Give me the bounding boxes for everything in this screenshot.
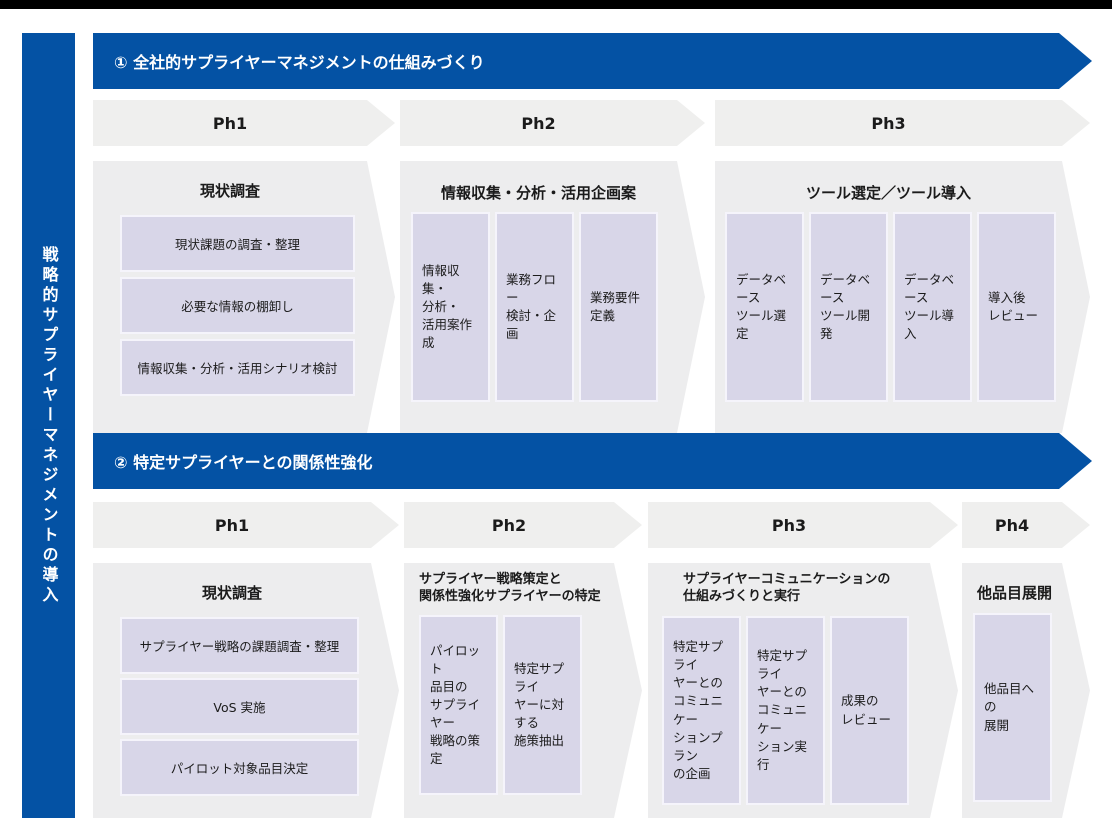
section1-ph1-items: 現状課題の調査・整理 必要な情報の棚卸し 情報収集・分析・活用シナリオ検討	[120, 215, 355, 396]
section2-ph1-block: 現状調査 サプライヤー戦略の課題調査・整理 VoS 実施 パイロット対象品目決定	[93, 563, 399, 818]
task-box: 成果の レビュー	[830, 616, 909, 805]
section2-banner-arrow: ② 特定サプライヤーとの関係性強化	[93, 433, 1092, 489]
section1-ph1-block: 現状調査 現状課題の調査・整理 必要な情報の棚卸し 情報収集・分析・活用シナリオ…	[93, 161, 395, 433]
section2-ph1-arrow: Ph1	[93, 502, 399, 548]
section2-ph4-items: 他品目への 展開	[973, 613, 1090, 802]
section1-ph3-arrow: Ph3	[715, 100, 1090, 146]
task-box: パイロット 品目の サプライヤー 戦略の策定	[419, 615, 498, 795]
task-box: 導入後 レビュー	[977, 212, 1056, 402]
section2-banner-label: ② 特定サプライヤーとの関係性強化	[114, 453, 373, 472]
section2-ph1-items: サプライヤー戦略の課題調査・整理 VoS 実施 パイロット対象品目決定	[120, 617, 359, 796]
task-box: 業務フロー 検討・企画	[495, 212, 574, 402]
task-box: 特定サプライ ヤーに対する 施策抽出	[503, 615, 582, 795]
task-box: 現状課題の調査・整理	[120, 215, 355, 272]
section1-banner-arrow: ① 全社的サプライヤーマネジメントの仕組みづくり	[93, 33, 1092, 89]
task-box: データベース ツール選定	[725, 212, 804, 402]
section1-ph1-block-title: 現状調査	[199, 182, 260, 200]
task-box: 特定サプライ ヤーとの コミュニケー ションプラン の企画	[662, 616, 741, 805]
section1-ph3-block: ツール選定／ツール導入 データベース ツール選定 データベース ツール開発 デー…	[715, 161, 1090, 433]
section2-ph3-arrow: Ph3	[648, 502, 958, 548]
section1-ph3-block-title: ツール選定／ツール導入	[805, 184, 971, 202]
vertical-title: 戦略的サプライヤーマネジメントの導入	[39, 245, 59, 606]
section1-ph2-block-title: 情報収集・分析・活用企画案	[440, 184, 636, 202]
task-box: 情報収集・分析・活用シナリオ検討	[120, 339, 355, 396]
section2-ph4-block-title: 他品目展開	[977, 584, 1053, 602]
section2-ph3-items: 特定サプライ ヤーとの コミュニケー ションプラン の企画 特定サプライ ヤーと…	[662, 616, 958, 805]
section2-ph3-block-title: サプライヤーコミュニケーションの 仕組みづくりと実行	[683, 572, 891, 604]
section2-ph2-items: パイロット 品目の サプライヤー 戦略の策定 特定サプライ ヤーに対する 施策抽…	[419, 615, 642, 795]
section1-ph1-label: Ph1	[212, 113, 248, 133]
task-box: 他品目への 展開	[973, 613, 1052, 802]
task-box: 情報収集・ 分析・ 活用案作成	[411, 212, 490, 402]
section1-ph2-arrow: Ph2	[400, 100, 705, 146]
section1-ph2-label: Ph2	[521, 113, 556, 133]
task-box: VoS 実施	[120, 678, 359, 735]
task-box: 必要な情報の棚卸し	[120, 277, 355, 334]
section2-ph3-block: サプライヤーコミュニケーションの 仕組みづくりと実行 特定サプライ ヤーとの コ…	[648, 563, 958, 818]
section1-ph3-label: Ph3	[871, 113, 906, 133]
section1-ph1-arrow: Ph1	[93, 100, 395, 146]
task-box: データベース ツール開発	[809, 212, 888, 402]
section2-ph2-block: サプライヤー戦略策定と 関係性強化サプライヤーの特定 パイロット 品目の サプラ…	[404, 563, 642, 818]
task-box: パイロット対象品目決定	[120, 739, 359, 796]
task-box: 業務要件 定義	[579, 212, 658, 402]
section2-ph4-block: 他品目展開 他品目への 展開	[962, 563, 1090, 818]
section2-ph2-block-title: サプライヤー戦略策定と 関係性強化サプライヤーの特定	[419, 572, 601, 604]
task-box: データベース ツール導入	[893, 212, 972, 402]
section2-ph2-arrow: Ph2	[404, 502, 642, 548]
section2-ph1-block-title: 現状調査	[201, 584, 262, 602]
section2-ph3-label: Ph3	[771, 515, 807, 535]
section2-ph4-arrow: Ph4	[962, 502, 1090, 548]
task-box: サプライヤー戦略の課題調査・整理	[120, 617, 359, 674]
section2-ph4-label: Ph4	[994, 515, 1030, 535]
section1-ph2-items: 情報収集・ 分析・ 活用案作成 業務フロー 検討・企画 業務要件 定義	[411, 212, 705, 402]
section1-ph2-block: 情報収集・分析・活用企画案 情報収集・ 分析・ 活用案作成 業務フロー 検討・企…	[400, 161, 705, 433]
diagram-content: ① 全社的サプライヤーマネジメントの仕組みづくり Ph1 Ph2 Ph3 現状調…	[93, 0, 1112, 838]
section1-banner-label: ① 全社的サプライヤーマネジメントの仕組みづくり	[114, 53, 485, 72]
top-black-bar	[0, 0, 1112, 9]
section1-ph3-items: データベース ツール選定 データベース ツール開発 データベース ツール導入 導…	[725, 212, 1090, 402]
section2-ph1-label: Ph1	[214, 515, 250, 535]
vertical-title-bar: 戦略的サプライヤーマネジメントの導入	[22, 33, 75, 818]
section2-ph2-label: Ph2	[491, 515, 527, 535]
task-box: 特定サプライ ヤーとの コミュニケー ション実行	[746, 616, 825, 805]
